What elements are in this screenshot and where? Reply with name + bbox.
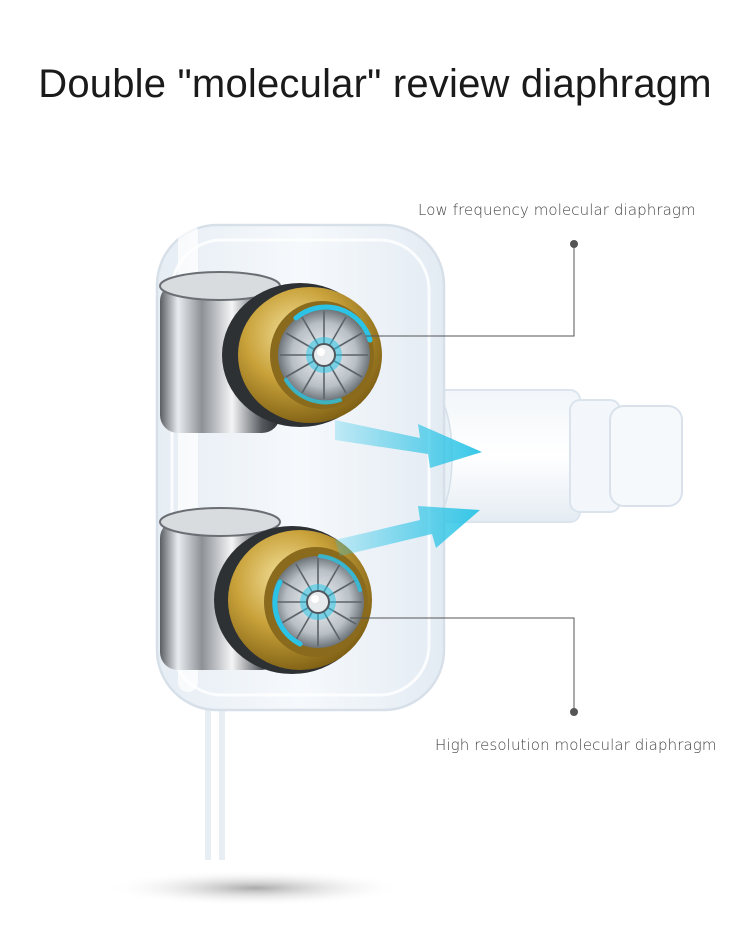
low-frequency-driver [159,271,382,433]
high-resolution-label: High resolution molecular diaphragm [435,736,717,754]
ground-shadow [105,870,405,906]
sound-arrow-top [335,420,482,468]
callout-dot-high [570,708,578,716]
callout-dot-low [570,240,578,248]
callout-pointer-high [350,617,575,712]
callout-pointer-low [366,244,575,337]
sound-arrow-bottom [335,506,480,556]
cable [205,690,225,860]
high-resolution-driver [159,507,372,674]
low-frequency-label: Low frequency molecular diaphragm [418,201,696,219]
page-title: Double "molecular" review diaphragm [38,62,712,106]
